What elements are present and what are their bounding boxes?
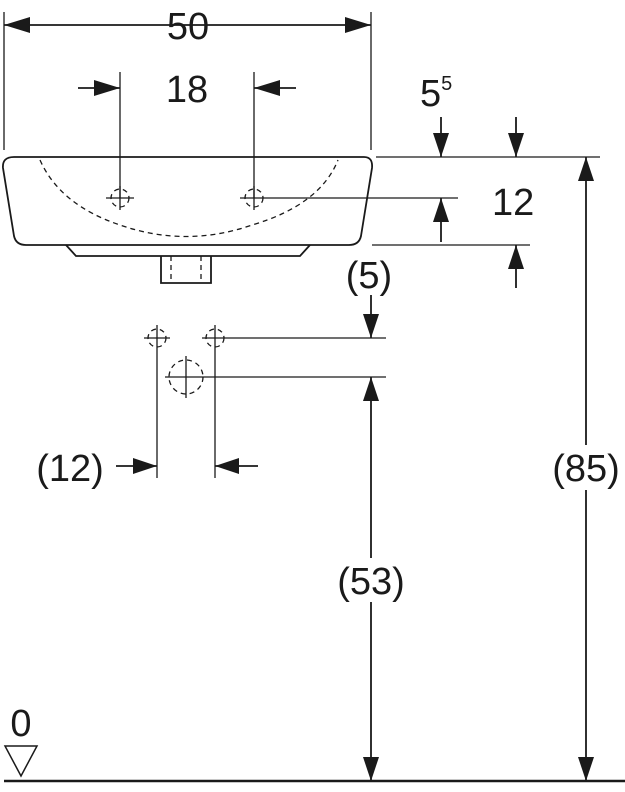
- overall-width-dimension: 50: [3, 6, 372, 150]
- floor-level-label: 0: [10, 703, 31, 745]
- depth-offset-label: 55: [420, 73, 452, 115]
- right-supply-icon: [202, 325, 228, 351]
- supply-spacing-label: (12): [36, 448, 104, 490]
- waste-offset-label: (5): [346, 255, 392, 297]
- right-tap-hole-icon: [240, 186, 268, 210]
- rim-height-label: (85): [552, 448, 620, 490]
- washbasin-body: [2, 156, 373, 284]
- floor-level: 0: [3, 703, 625, 783]
- waste-offset-dimension: (5): [346, 255, 392, 338]
- supply-spacing-dimension: (12): [36, 448, 258, 490]
- overall-width-label: 50: [167, 6, 209, 48]
- tap-hole-spacing-label: 18: [166, 69, 208, 111]
- reference-lines: [268, 156, 600, 246]
- tap-hole-spacing-dimension: 18: [78, 69, 296, 198]
- rim-height-dimension: (85): [552, 157, 620, 781]
- depth-offset-dimension: 55: [420, 73, 524, 157]
- supply-connections: [144, 325, 386, 478]
- left-tap-hole-icon: [106, 186, 134, 210]
- waste-height-label: (53): [337, 561, 405, 603]
- floor-level-marker-icon: [3, 745, 39, 778]
- basin-height-label: 12: [492, 182, 534, 224]
- waste-connection-icon: [165, 356, 207, 398]
- left-supply-icon: [144, 325, 170, 351]
- basin-height-dimension: 12: [433, 182, 534, 288]
- waste-height-dimension: (53): [337, 377, 405, 781]
